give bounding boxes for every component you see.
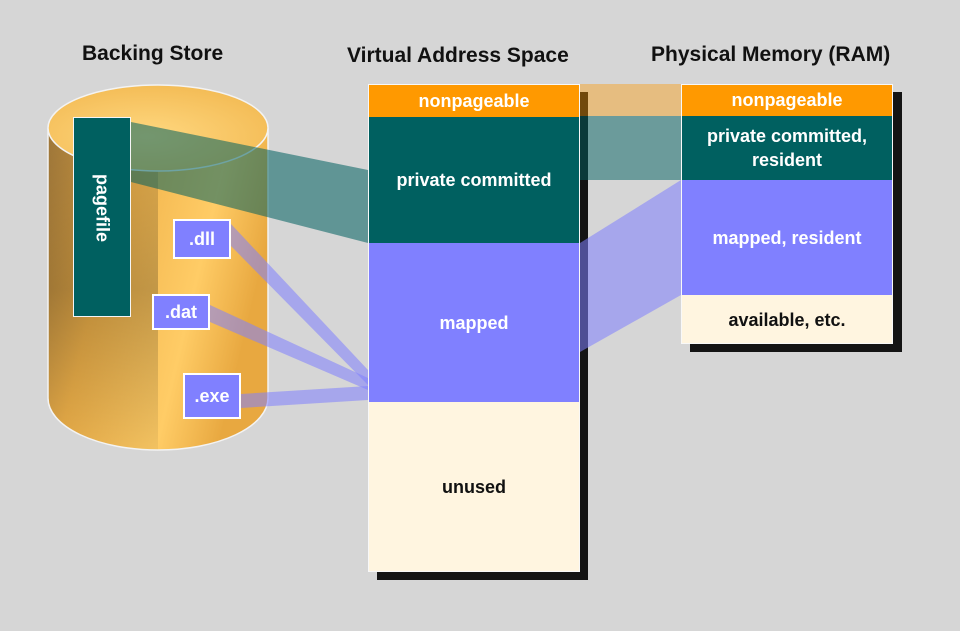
vas-mapped: mapped [368, 243, 580, 402]
connector-pagefile-to-private [131, 122, 368, 243]
heading-backing-store: Backing Store [82, 42, 224, 65]
vas-unused: unused [368, 402, 580, 572]
heading-virtual-address-space: Virtual Address Space [347, 44, 569, 67]
connector-exe-to-mapped [241, 386, 368, 408]
dat-file: .dat [152, 294, 210, 330]
connector-mapped-vas-to-pm [580, 180, 681, 352]
pm-nonpageable: nonpageable [681, 84, 893, 116]
vas-nonpageable: nonpageable [368, 84, 580, 117]
pm-private-committed: private committed, resident [681, 116, 893, 180]
pm-border [681, 84, 893, 344]
connector-dat-to-mapped [210, 305, 368, 390]
pm-mapped-resident: mapped, resident [681, 180, 893, 295]
connector-dll-to-mapped [231, 224, 368, 385]
dll-file: .dll [173, 219, 231, 259]
pm-available: available, etc. [681, 295, 893, 344]
pagefile-box: pagefile [73, 117, 131, 317]
vas-private-committed: private committed [368, 117, 580, 243]
heading-physical-memory: Physical Memory (RAM) [651, 43, 891, 66]
connector-private-vas-to-pm [580, 116, 681, 180]
exe-file: .exe [183, 373, 241, 419]
connector-nonpageable-vas-to-pm [580, 84, 681, 116]
vas-border [368, 84, 580, 572]
